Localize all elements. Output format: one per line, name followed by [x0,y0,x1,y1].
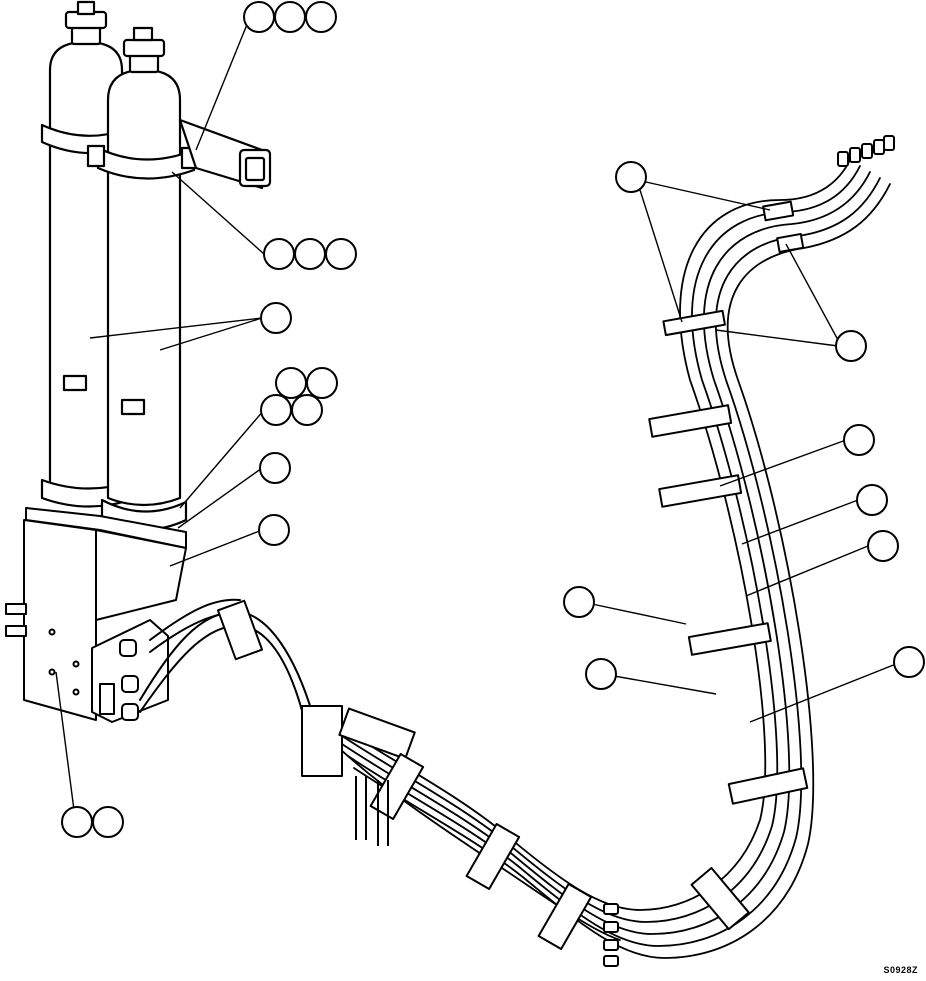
mounting-base [5,507,187,723]
callout-balloon [893,646,925,678]
callout-balloon [259,452,291,484]
callout-balloon [275,367,307,399]
callout-balloon [305,1,337,33]
callout-balloons [61,1,925,838]
callout-balloon [856,484,888,516]
callout-balloon [306,367,338,399]
accumulator-bottles [40,0,272,531]
callout-balloon [260,394,292,426]
callout-balloon [260,302,292,334]
callout-balloon [325,238,357,270]
callout-balloon [291,394,323,426]
callout-balloon [243,1,275,33]
bottle-bracket-arm [178,118,272,190]
callout-balloon [274,1,306,33]
callout-balloon [61,806,93,838]
callout-balloon [92,806,124,838]
callout-balloon [615,161,647,193]
callout-balloon [843,424,875,456]
callout-balloon [263,238,295,270]
callout-balloon [294,238,326,270]
callout-balloon [563,586,595,618]
hose-tails [355,776,389,846]
hose-clamps [216,200,809,950]
callout-balloon [835,330,867,362]
leader-lines [55,21,897,811]
callout-balloon [258,514,290,546]
callout-balloon [585,658,617,690]
callout-balloon [867,530,899,562]
figure-id-label: S0928Z [883,965,918,975]
